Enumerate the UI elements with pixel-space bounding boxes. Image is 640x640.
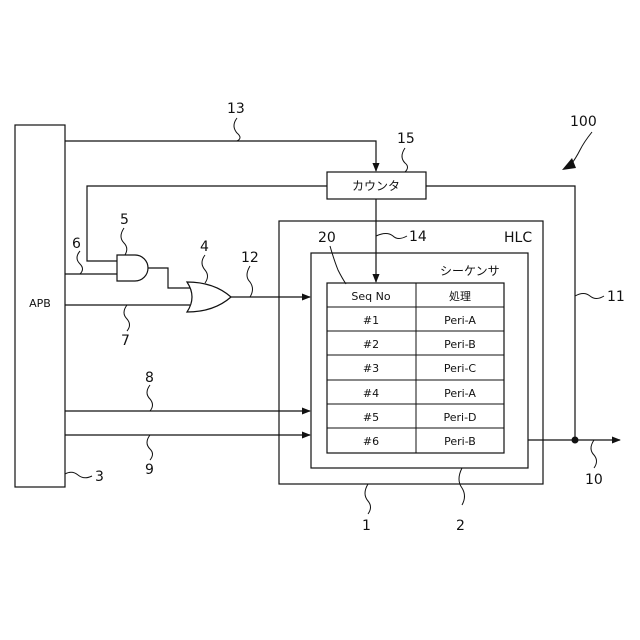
and-to-or-line (148, 268, 190, 288)
leader-11 (575, 294, 604, 299)
signal-line-11 (426, 186, 575, 440)
ref-2: 2 (456, 518, 465, 534)
apb-label: APB (29, 297, 51, 310)
leader-14 (376, 234, 407, 239)
leader-100 (570, 132, 592, 166)
table-cell-seq: #5 (363, 411, 379, 424)
and-gate (117, 255, 148, 281)
leader-10 (591, 440, 597, 468)
or-gate (187, 282, 231, 312)
leader-5 (121, 228, 127, 255)
leader-1 (365, 484, 371, 514)
sequencer-block (311, 253, 528, 468)
leader-3 (65, 472, 92, 478)
ref-13: 13 (227, 101, 245, 117)
table-cell-proc: Peri-B (444, 338, 476, 351)
ref-8: 8 (145, 370, 154, 386)
leader-9 (147, 435, 153, 460)
hlc-block (279, 221, 543, 484)
hlc-label: HLC (504, 230, 532, 246)
ref-3: 3 (95, 469, 104, 485)
table-cell-proc: Peri-C (444, 362, 477, 375)
ref-6: 6 (72, 236, 81, 252)
leader-2 (459, 468, 465, 505)
signal-line-13 (65, 141, 376, 171)
leader-12 (247, 266, 253, 297)
leader-4 (202, 255, 208, 283)
table-cell-seq: #3 (363, 362, 379, 375)
leader-13 (234, 118, 240, 141)
sequencer-label: シーケンサ (440, 264, 500, 278)
leader-6 (77, 251, 83, 274)
ref-100: 100 (570, 114, 597, 130)
table-cell-proc: Peri-A (444, 387, 476, 400)
table-header-proc: 処理 (449, 290, 471, 303)
ref-5: 5 (120, 212, 129, 228)
sequence-table: Seq No 処理 #1 Peri-A #2 Peri-B #3 Peri-C … (327, 283, 504, 453)
leader-20 (330, 246, 346, 284)
table-cell-seq: #2 (363, 338, 379, 351)
ref-1: 1 (362, 518, 371, 534)
leader-15 (402, 148, 408, 172)
junction-dot (572, 437, 579, 444)
table-cell-seq: #1 (363, 314, 379, 327)
table-cell-seq: #4 (363, 387, 379, 400)
ref-11: 11 (607, 289, 625, 305)
table-cell-proc: Peri-B (444, 435, 476, 448)
ref-10: 10 (585, 472, 603, 488)
ref-20: 20 (318, 230, 336, 246)
counter-label: カウンタ (352, 179, 400, 193)
table-header-seq: Seq No (351, 290, 390, 303)
ref-14: 14 (409, 229, 427, 245)
ref-7: 7 (121, 333, 130, 349)
ref-15: 15 (397, 131, 415, 147)
ref-12: 12 (241, 250, 259, 266)
table-cell-proc: Peri-D (443, 411, 476, 424)
table-cell-seq: #6 (363, 435, 379, 448)
ref-9: 9 (145, 462, 154, 478)
ref-4: 4 (200, 239, 209, 255)
leader-8 (147, 385, 153, 411)
leader-7 (124, 305, 130, 331)
table-cell-proc: Peri-A (444, 314, 476, 327)
